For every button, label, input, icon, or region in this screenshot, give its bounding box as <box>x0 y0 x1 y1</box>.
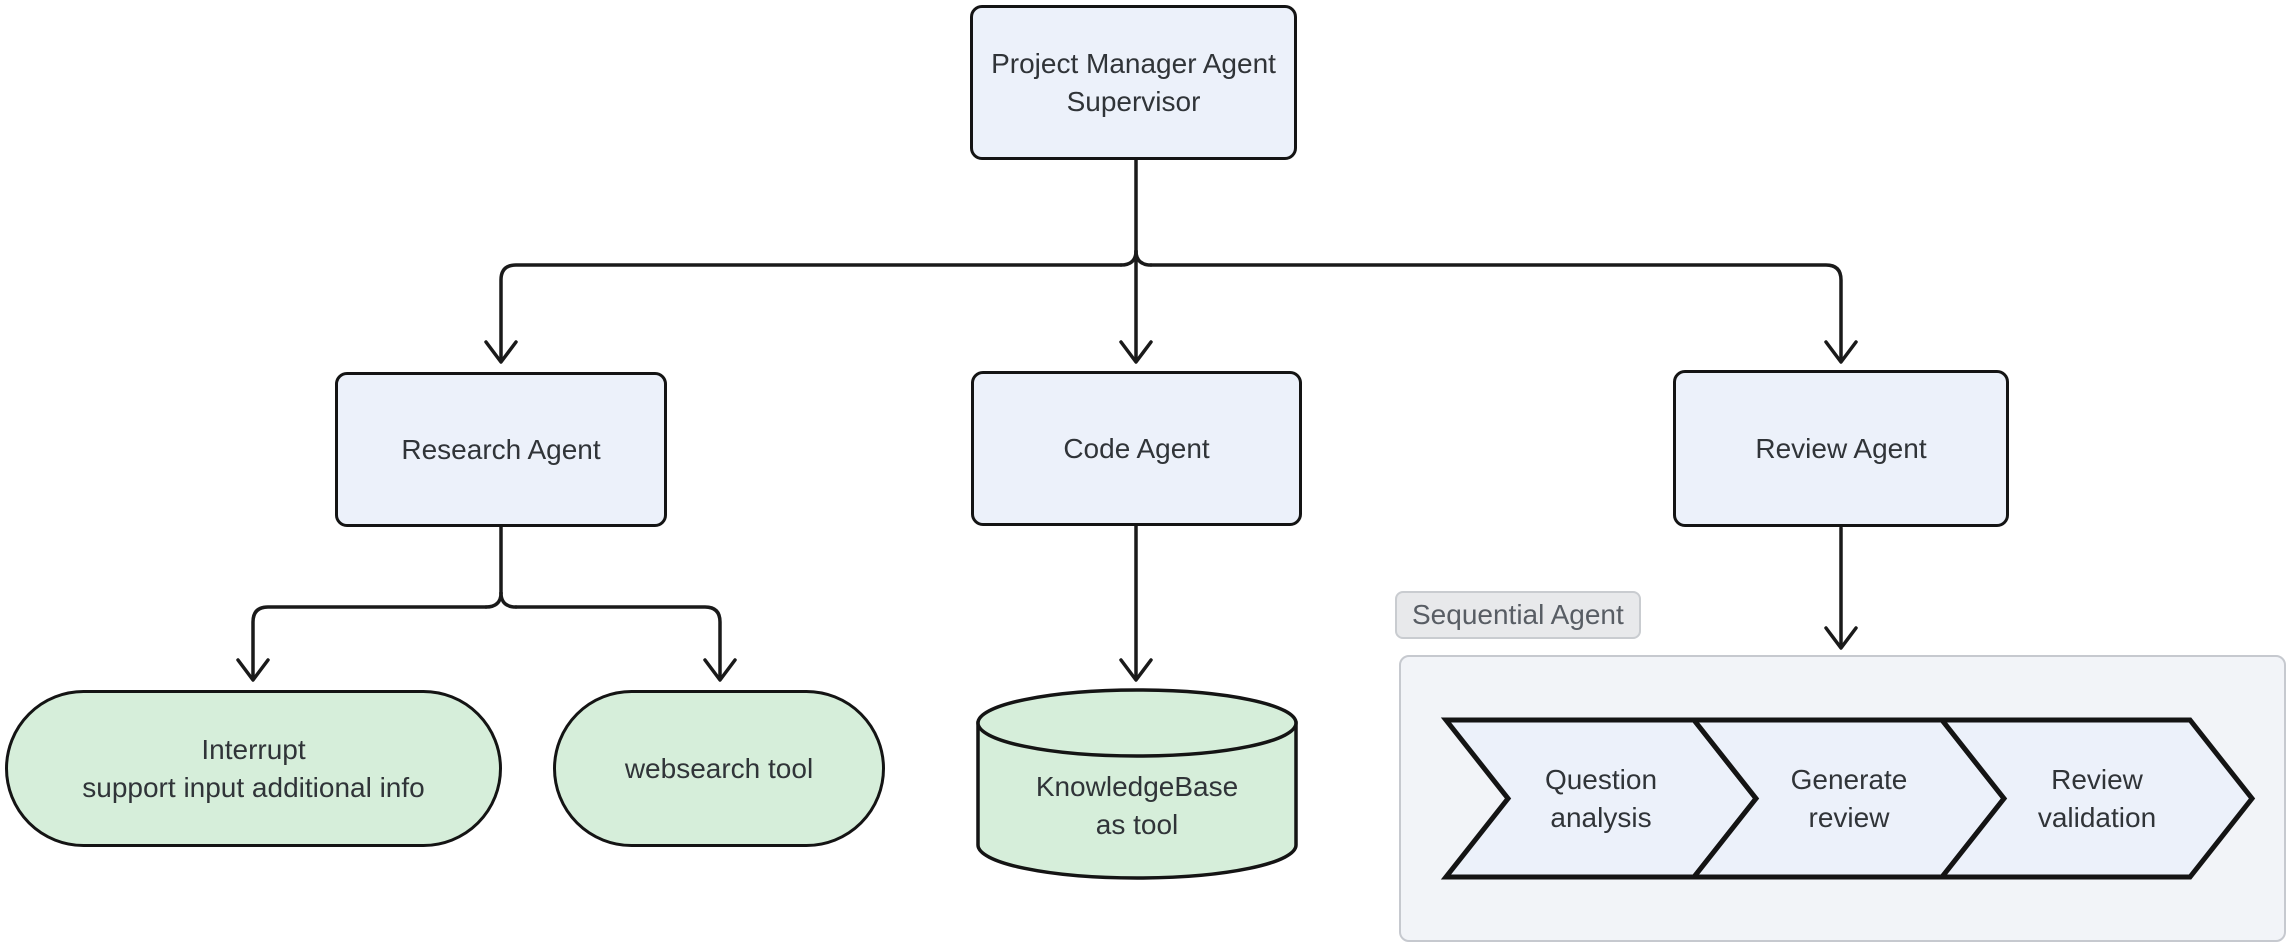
node-interrupt-line2: support input additional info <box>82 771 425 803</box>
step-question-analysis-line2: analysis <box>1550 801 1652 833</box>
arrowhead-review <box>1824 340 1858 364</box>
step-question-analysis-line1: Question <box>1544 763 1658 795</box>
knowledgebase-cylinder-top <box>976 688 1298 758</box>
edge-supervisor-research <box>499 263 1123 360</box>
node-review-agent-label: Review Agent <box>1755 432 1927 464</box>
node-websearch-tool: websearch tool <box>553 690 885 847</box>
node-research-agent: Research Agent <box>335 372 667 527</box>
node-supervisor-line1: Project Manager Agent <box>991 47 1276 79</box>
step-generate-review-line1: Generate <box>1790 763 1908 795</box>
sequential-agent-chip: Sequential Agent <box>1395 591 1641 639</box>
arrowhead-sequential <box>1824 626 1858 650</box>
node-websearch-tool-label: websearch tool <box>624 752 814 784</box>
knowledgebase-cylinder-body <box>976 721 1298 880</box>
node-code-agent-label: Code Agent <box>1063 432 1210 464</box>
node-knowledgebase-line1: KnowledgeBase <box>1035 771 1239 802</box>
step-generate-review: Generate review <box>1729 720 1969 877</box>
arrowhead-interrupt <box>236 658 270 682</box>
node-research-agent-label: Research Agent <box>401 433 601 465</box>
step-review-validation-line1: Review <box>2051 763 2143 795</box>
node-knowledgebase-line2: as tool <box>1095 809 1179 840</box>
edge-research-flare-right <box>499 591 518 609</box>
edge-research-flare-left <box>484 591 503 609</box>
node-code-agent: Code Agent <box>971 371 1302 526</box>
arrowhead-knowledgebase <box>1119 658 1153 682</box>
edge-research-interrupt <box>251 605 488 678</box>
node-supervisor-line2: Supervisor <box>1066 85 1201 117</box>
edge-research-websearch <box>514 605 722 678</box>
node-interrupt-line1: Interrupt <box>201 733 306 765</box>
arrowhead-websearch <box>703 658 737 682</box>
step-review-validation-line2: validation <box>2037 801 2157 833</box>
node-supervisor: Project Manager Agent Supervisor <box>970 5 1297 160</box>
arrowhead-code <box>1119 340 1153 364</box>
node-knowledgebase-label: KnowledgeBase as tool <box>978 756 1296 856</box>
edge-supervisor-review <box>1149 263 1843 360</box>
step-generate-review-line2: review <box>1808 801 1890 833</box>
step-review-validation: Review validation <box>1977 720 2217 877</box>
node-interrupt: Interrupt support input additional info <box>5 690 502 847</box>
arrowhead-research <box>484 340 518 364</box>
chevron-review-validation <box>1936 717 2256 880</box>
step-question-analysis: Question analysis <box>1481 720 1721 877</box>
edge-fork-flare-right <box>1134 249 1153 267</box>
edge-fork-flare-left <box>1119 249 1138 267</box>
node-review-agent: Review Agent <box>1673 370 2009 527</box>
